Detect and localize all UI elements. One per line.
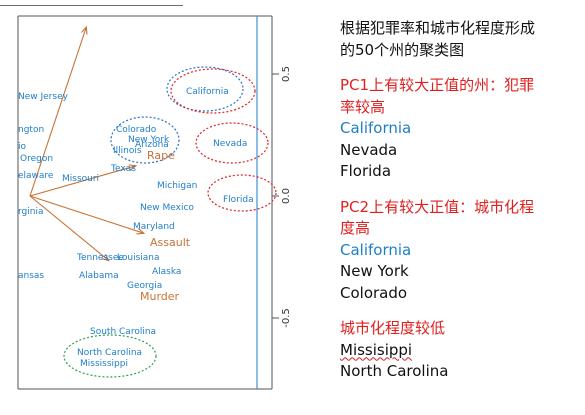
variable-label-rape: Rape bbox=[147, 149, 175, 162]
cluster-ellipse-california-red bbox=[170, 68, 256, 114]
state-label-illinois: Illinois bbox=[113, 146, 142, 156]
state-label-new-jersey: New Jersey bbox=[18, 92, 69, 102]
low-urbanization-heading: 城市化程度较低 bbox=[340, 319, 446, 337]
state-label-alaska: Alaska bbox=[152, 267, 181, 277]
pc2-state-california: California bbox=[340, 240, 412, 259]
state-label-new-york: New York bbox=[128, 135, 170, 145]
state-label-arkansas: ansas bbox=[18, 271, 44, 281]
cluster-ellipse-florida bbox=[207, 174, 277, 212]
pc2-state-colorado: Colorado bbox=[340, 283, 408, 302]
cluster-ellipse-nevada bbox=[195, 122, 269, 164]
state-label-arizona: Arizona bbox=[135, 140, 169, 150]
notes-title-line2: 的50个州的聚类图 bbox=[340, 40, 465, 59]
state-label-alabama: Alabama bbox=[79, 271, 119, 281]
state-label-washington: ngton bbox=[18, 125, 44, 135]
low-state-mississippi-text: Missisippi bbox=[340, 340, 413, 359]
notes-title-line1: 根据犯罪率和城市化程度形成 bbox=[340, 19, 536, 37]
pc2-state-new-york: New York bbox=[340, 262, 409, 280]
state-label-texas: Texas bbox=[110, 164, 136, 174]
state-label-south-carolina: South Carolina bbox=[90, 327, 156, 337]
state-label-new-mexico: New Mexico bbox=[140, 203, 194, 213]
loading-arrow-1 bbox=[29, 28, 86, 197]
top-rule bbox=[0, 5, 183, 6]
low-state-north-carolina: North Carolina bbox=[340, 362, 449, 380]
pc2-heading-line2: 度高 bbox=[340, 219, 371, 237]
low-state-mississippi: Missisippi bbox=[340, 340, 580, 362]
pc2-heading-line1: PC2上有较大正值：城市化程 bbox=[340, 197, 535, 216]
state-label-virginia: rginia bbox=[18, 207, 43, 217]
tick-label-top: 0.5 bbox=[281, 66, 292, 82]
notes-panel: 根据犯罪率和城市化程度形成 的50个州的聚类图 PC1上有较大正值的州：犯罪 率… bbox=[340, 18, 580, 383]
pc1-state-nevada: Nevada bbox=[340, 140, 398, 159]
tick-label-bottom: -0.5 bbox=[281, 308, 292, 328]
tick-label-middle: 0.0 bbox=[281, 188, 292, 204]
state-label-tennessee: Tennessee bbox=[76, 253, 124, 263]
variable-label-assault: Assault bbox=[150, 236, 191, 249]
state-label-colorado: Colorado bbox=[116, 125, 157, 135]
loading-arrow-assault bbox=[29, 195, 143, 233]
state-label-florida: Florida bbox=[223, 195, 254, 205]
state-label-ohio: io bbox=[18, 142, 27, 152]
loading-arrow-murder bbox=[29, 195, 108, 260]
pc1-state-florida: Florida bbox=[340, 162, 392, 180]
state-label-california: California bbox=[186, 87, 229, 97]
cluster-ellipse-carolina-mississippi bbox=[63, 334, 157, 378]
state-label-maryland: Maryland bbox=[133, 222, 175, 232]
state-label-missouri: Missouri bbox=[62, 174, 99, 184]
cluster-ellipse-california bbox=[166, 66, 244, 112]
pc1-heading-line2: 率较高 bbox=[340, 97, 386, 116]
loading-arrow-rape bbox=[29, 166, 135, 197]
state-label-georgia: Georgia bbox=[127, 281, 162, 291]
pc1-heading-line1: PC1上有较大正值的州：犯罪 bbox=[340, 76, 535, 94]
state-label-nevada: Nevada bbox=[213, 139, 247, 149]
variable-label-murder: Murder bbox=[140, 290, 180, 303]
state-label-delaware: elaware bbox=[18, 171, 54, 181]
state-label-louisiana: Louisiana bbox=[117, 253, 160, 263]
state-label-michigan: Michigan bbox=[157, 181, 197, 191]
cluster-ellipse-colorado-ny bbox=[110, 116, 180, 164]
state-label-oregon: Oregon bbox=[20, 154, 53, 164]
state-label-mississippi: Mississippi bbox=[80, 359, 128, 369]
state-label-north-carolina: North Carolina bbox=[77, 348, 142, 358]
pc1-state-california: California bbox=[340, 119, 412, 137]
